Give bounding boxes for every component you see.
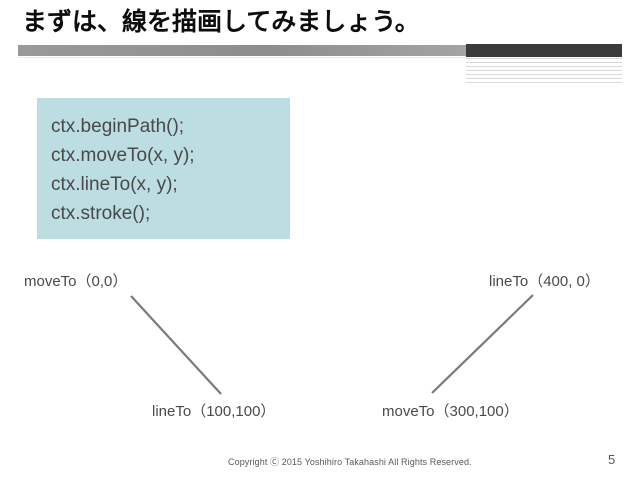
footer-copyright: Copyright Ⓒ 2015 Yoshihiro Takahashi All… [228,457,472,467]
title-rule-dark [466,44,622,57]
annotation-lineto-400-0: lineTo（400, 0） [489,273,600,290]
code-block: ctx.beginPath(); ctx.moveTo(x, y); ctx.l… [37,98,290,239]
page-title: まずは、線を描画してみましょう。 [22,8,420,36]
code-line-4: ctx.stroke(); [51,203,151,224]
title-rule-gray [18,45,468,56]
annotation-moveto-300-100: moveTo（300,100） [382,403,519,420]
code-line-3: ctx.lineTo(x, y); [51,174,178,195]
title-rule-stripes [466,58,622,86]
leader-line-left [130,295,222,395]
footer-page-number: 5 [608,452,616,467]
annotation-moveto-origin: moveTo（0,0） [24,273,128,290]
title-rule-hairline [18,57,466,58]
leader-line-right [431,294,534,394]
code-line-2: ctx.moveTo(x, y); [51,145,195,166]
annotation-lineto-100-100: lineTo（100,100） [152,403,276,420]
code-line-1: ctx.beginPath(); [51,116,185,137]
